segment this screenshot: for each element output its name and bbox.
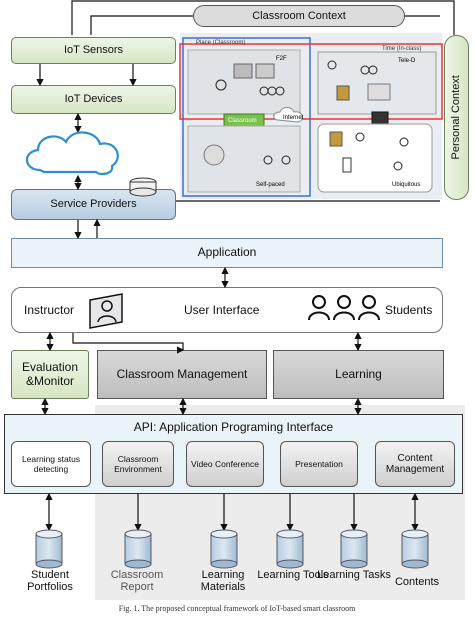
tele-d-label: Tele-D [398,58,416,64]
api-item-classroom-environment: Classroom Environment [102,441,174,487]
application-label: Application [197,245,257,260]
students-icon [308,295,380,321]
database-icons [35,529,429,569]
classroom-context-box: Classroom Context [193,5,405,27]
db-label-classroom-report: Classroom Report [110,569,164,594]
figure-caption: Fig. 1. The proposed conceptual framewor… [118,604,356,613]
db-connectors [45,492,419,532]
evaluation-monitor-box: Evaluation &Monitor [11,350,89,399]
api-title: API: Application Programing Interface [133,420,334,434]
db-label-learning-materials: Learning Materials [200,569,246,594]
self-paced-label: Self-paced [256,182,285,188]
api-item-content-management: Content Management [375,441,455,487]
classroom-management-box: Classroom Management [97,350,267,399]
learning-label: Learning [335,366,382,381]
api-item-learning-status: Learning status detecting [11,441,91,487]
instructor-label: Instructor [24,303,75,317]
ui-connectors [41,331,362,416]
time-label: Time (In-class) [382,46,421,52]
scenario-drawing: Place (Classroom) Time (In-class) F2F Te… [179,37,443,197]
database-icon-student-portfolios [35,529,63,569]
db-label-contents: Contents [394,576,440,588]
api-item-presentation: Presentation [280,441,358,487]
iot-sensors-label: IoT Sensors [63,44,124,57]
api-item-label: Classroom Environment [114,454,162,474]
database-icon-learning-tasks [340,529,368,569]
db-label-learning-tasks: Learning Tasks [317,569,391,581]
database-icon-learning-materials [210,529,238,569]
instructor-icon [89,293,123,329]
iot-devices-box: IoT Devices [11,85,176,114]
user-interface-label: User Interface [184,303,260,317]
internet-label: Internet [283,115,304,121]
learning-box: Learning [273,350,444,399]
api-item-video-conference: Video Conference [186,441,264,487]
db-label-learning-tools: Learning Tools [257,569,329,581]
database-icon-contents [401,529,429,569]
place-label: Place (Classroom) [196,40,245,46]
application-bar: Application [11,238,443,268]
cloud-icon [25,131,157,197]
personal-context-box: Personal Context [444,35,469,200]
iot-sensors-box: IoT Sensors [11,37,176,64]
api-item-label: Learning status detecting [21,454,81,474]
iot-devices-label: IoT Devices [64,93,123,106]
service-providers-label: Service Providers [50,198,137,211]
evaluation-monitor-label: Evaluation &Monitor [21,359,79,388]
students-label: Students [385,303,433,317]
api-item-label: Video Conference [191,459,259,469]
context-connectors [36,0,455,289]
database-icon-learning-tools [276,529,304,569]
api-item-label: Content Management [385,453,445,475]
database-icon-classroom-report [124,529,152,569]
db-label-student-portfolios: Student Portfolios [27,569,73,594]
classroom-tag: Classroom [228,118,257,124]
classroom-management-label: Classroom Management [116,366,248,381]
classroom-context-label: Classroom Context [252,9,346,22]
f2f-label: F2F [276,56,287,62]
api-item-label: Presentation [295,459,343,469]
ubiquitous-label: Ubiquitous [392,182,420,188]
